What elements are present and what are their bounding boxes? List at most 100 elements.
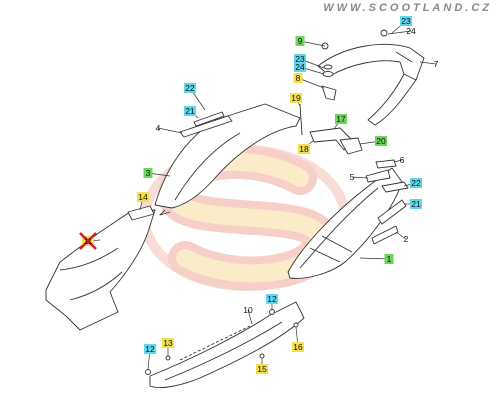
callout-badge-c12a — [266, 294, 278, 304]
grab-rail — [317, 43, 425, 126]
callout-badge-c9 — [295, 36, 305, 46]
callout-badge-c15 — [256, 364, 268, 374]
leader-line-c4 — [157, 127, 183, 134]
callout-c7: 7 — [434, 59, 439, 69]
callout-badge-c16 — [292, 342, 304, 352]
callout-c20: 20 — [375, 136, 387, 146]
callout-badge-c21b — [410, 199, 422, 209]
callout-c24b: 24 — [294, 62, 306, 72]
leader-line-c7 — [419, 61, 437, 65]
molding-4 — [179, 115, 233, 138]
leader-line-c2 — [395, 231, 407, 240]
callout-badge-c19 — [290, 93, 302, 103]
screw-15 — [259, 353, 265, 359]
callout-c23b: 23 — [294, 54, 306, 64]
callout-badge-c8 — [293, 73, 303, 83]
callout-badge-c23a — [400, 16, 412, 26]
callout-label-c4: 4 — [156, 123, 161, 133]
trim-21-right — [377, 199, 407, 225]
callout-label-c24a: 24 — [406, 26, 416, 36]
callout-c19: 19 — [290, 93, 302, 103]
leader-line-c1 — [359, 257, 390, 260]
callout-badge-c1 — [384, 254, 394, 264]
callout-c18: 18 — [298, 144, 310, 154]
callout-label-c22a: 22 — [185, 83, 195, 93]
callout-c22a: 22 — [184, 83, 196, 93]
molding-5 — [365, 169, 391, 183]
callout-label-c18: 18 — [299, 144, 309, 154]
callout-label-c5: 5 — [350, 172, 355, 182]
callout-c5: 5 — [350, 172, 355, 182]
callout-c4: 4 — [156, 123, 161, 133]
callout-label-c22b: 22 — [411, 178, 421, 188]
screw-16 — [293, 322, 299, 328]
callout-c16: 16 — [292, 342, 304, 352]
screw-12b — [145, 369, 151, 375]
watermark-text: WWW.SCOOTLAND.CZ — [323, 2, 492, 14]
molding-6 — [375, 159, 397, 169]
leader-line-c5 — [351, 176, 369, 179]
callout-badge-c22b — [410, 178, 422, 188]
part-20 — [339, 137, 363, 155]
callout-c3: 3 — [143, 168, 153, 178]
leader-line-c10 — [247, 309, 253, 325]
callout-label-c19: 19 — [291, 93, 301, 103]
callout-c12a: 12 — [266, 294, 278, 304]
callout-c17: 17 — [335, 114, 347, 124]
undercover-10 — [149, 301, 305, 389]
callout-c8: 8 — [293, 73, 303, 83]
callout-c24a: 24 — [406, 26, 416, 36]
callout-label-c3: 3 — [146, 168, 151, 178]
callout-c11: 11 — [79, 232, 97, 250]
callout-c6: 6 — [400, 155, 405, 165]
leader-line-c6 — [393, 159, 403, 163]
callout-label-c9: 9 — [298, 36, 303, 46]
bracket-18 — [309, 127, 353, 151]
callout-label-c7: 7 — [434, 59, 439, 69]
callout-c15: 15 — [256, 364, 268, 374]
screw-top — [380, 29, 388, 37]
callout-c10: 10 — [243, 305, 253, 315]
callout-label-c12b: 12 — [145, 344, 155, 354]
reflector-2 — [371, 225, 399, 245]
leader-line-c24a — [387, 30, 412, 35]
callout-badge-c12b — [144, 344, 156, 354]
callout-badge-c3 — [143, 168, 153, 178]
callout-label-c20: 20 — [376, 136, 386, 146]
callout-badge-c21a — [184, 106, 196, 116]
callout-label-c14: 14 — [138, 192, 148, 202]
callout-label-c15: 15 — [257, 364, 267, 374]
callout-badge-c13 — [162, 338, 174, 348]
callout-badge-c14 — [137, 192, 149, 202]
callout-label-c17: 17 — [336, 114, 346, 124]
screw-13 — [165, 355, 171, 361]
callout-c22b: 22 — [410, 178, 422, 188]
callout-label-c21a: 21 — [185, 106, 195, 116]
callout-c21b: 21 — [410, 199, 422, 209]
washer-left — [322, 71, 334, 77]
callout-c14: 14 — [137, 192, 149, 202]
callout-label-c12a: 12 — [267, 294, 277, 304]
callout-badge-c20 — [375, 136, 387, 146]
callout-label-c1: 1 — [387, 254, 392, 264]
bracket-8 — [321, 85, 337, 101]
trim-22-right — [381, 181, 409, 193]
callout-label-c16: 16 — [293, 342, 303, 352]
callout-c9: 9 — [295, 36, 305, 46]
callout-c2: 2 — [404, 234, 409, 244]
callout-label-c2: 2 — [404, 234, 409, 244]
callout-c1: 1 — [384, 254, 394, 264]
callout-label-c13: 13 — [163, 338, 173, 348]
callout-label-c23b: 23 — [295, 54, 305, 64]
callout-badge-c24b — [294, 62, 306, 72]
part-14 — [127, 205, 155, 221]
callout-c12b: 12 — [144, 344, 156, 354]
callout-label-c8: 8 — [296, 73, 301, 83]
callout-badge-c18 — [298, 144, 310, 154]
callout-label-c10: 10 — [243, 305, 253, 315]
callout-badge-c22a — [184, 83, 196, 93]
callout-label-c23a: 23 — [401, 16, 411, 26]
